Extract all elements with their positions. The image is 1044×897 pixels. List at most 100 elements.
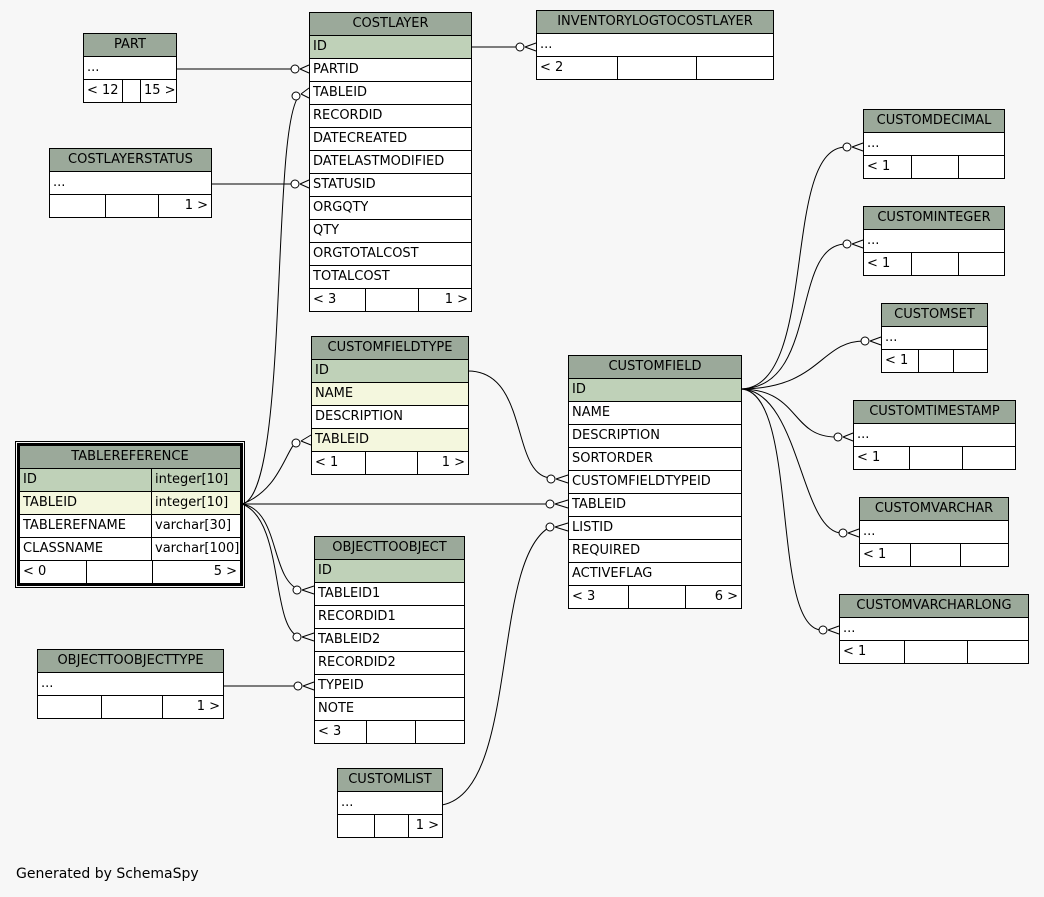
- column-note: NOTE: [318, 701, 355, 716]
- column-id: ID: [572, 382, 586, 397]
- footer-middle: [911, 253, 958, 275]
- parents-count: < 1: [867, 159, 891, 174]
- table-part[interactable]: PART ... < 12 15 >: [83, 33, 177, 103]
- crowfoot-circle: [293, 681, 303, 691]
- column-tableid1: TABLEID1: [318, 586, 381, 601]
- children-count: 1 >: [418, 289, 471, 311]
- column-placeholder: ...: [540, 37, 553, 52]
- table-title: CUSTOMVARCHAR: [860, 498, 1008, 521]
- column-placeholder: ...: [41, 676, 54, 691]
- column-placeholder: ...: [885, 330, 898, 345]
- table-title: CUSTOMINTEGER: [864, 207, 1004, 230]
- table-tablereference[interactable]: TABLEREFERENCE ID integer[10] TABLEID in…: [15, 441, 245, 588]
- link-cf-customset: [739, 340, 865, 390]
- parents-count: [50, 195, 105, 217]
- column-id: ID: [315, 363, 329, 378]
- column-type: varchar[100]: [151, 538, 240, 560]
- children-count: 1 >: [408, 815, 442, 837]
- crowfoot-circle: [842, 142, 852, 152]
- children-count: 15 >: [140, 80, 176, 102]
- column-tableid: TABLEID: [572, 497, 627, 512]
- column-id: ID: [313, 39, 327, 54]
- column-type: varchar[30]: [151, 515, 240, 537]
- column-customfieldtypeid: CUSTOMFIELDTYPEID: [572, 474, 711, 489]
- table-customtimestamp[interactable]: CUSTOMTIMESTAMP ... < 1: [853, 400, 1016, 470]
- column-tableid: TABLEID: [315, 432, 370, 447]
- table-objecttoobjecttype[interactable]: OBJECTTOOBJECTTYPE ... 1 >: [37, 649, 224, 719]
- children-count: [960, 544, 1008, 566]
- table-customset[interactable]: CUSTOMSET ... < 1: [881, 303, 988, 373]
- table-title: OBJECTTOOBJECTTYPE: [38, 650, 223, 673]
- table-inventorylogtocostlayer[interactable]: INVENTORYLOGTOCOSTLAYER ... < 2: [536, 10, 774, 80]
- column-datelastmodified: DATELASTMODIFIED: [313, 154, 445, 169]
- parents-count: < 1: [885, 353, 909, 368]
- parents-count: < 12: [87, 83, 119, 98]
- children-count: [967, 641, 1028, 663]
- children-count: [953, 350, 987, 372]
- column-sortorder: SORTORDER: [572, 451, 654, 466]
- children-count: 6 >: [685, 586, 741, 608]
- table-costlayer[interactable]: COSTLAYER ID PARTID TABLEID RECORDID DAT…: [309, 12, 472, 312]
- table-objecttoobject[interactable]: OBJECTTOOBJECT ID TABLEID1 RECORDID1 TAB…: [314, 536, 465, 744]
- footer-middle: [911, 156, 958, 178]
- column-tableid: TABLEID: [313, 85, 368, 100]
- table-title: OBJECTTOOBJECT: [315, 537, 464, 560]
- link-tableref-o2o-1: [241, 503, 301, 591]
- parents-count: [338, 815, 374, 837]
- crowfoot-circle: [842, 239, 852, 249]
- column-description: DESCRIPTION: [572, 428, 660, 443]
- table-customvarcharlong[interactable]: CUSTOMVARCHARLONG ... < 1: [839, 594, 1029, 664]
- column-placeholder: ...: [867, 136, 880, 151]
- crowfoot-circle: [290, 179, 300, 189]
- link-tableref-customfieldtype: [241, 439, 299, 505]
- table-customvarchar[interactable]: CUSTOMVARCHAR ... < 1: [859, 497, 1009, 567]
- children-count: [962, 447, 1015, 469]
- table-custominteger[interactable]: CUSTOMINTEGER ... < 1: [863, 206, 1005, 276]
- link-cf-custominteger: [739, 243, 847, 390]
- column-placeholder: ...: [53, 175, 66, 190]
- footer-middle: [374, 815, 408, 837]
- crowfoot-circle: [545, 522, 555, 532]
- table-costlayerstatus[interactable]: COSTLAYERSTATUS ... 1 >: [49, 148, 212, 218]
- column-qty: QTY: [313, 223, 340, 238]
- column-description: DESCRIPTION: [315, 409, 403, 424]
- column-recordid2: RECORDID2: [318, 655, 396, 670]
- column-orgqty: ORGQTY: [313, 200, 369, 215]
- table-customlist[interactable]: CUSTOMLIST ... 1 >: [337, 768, 443, 838]
- column-orgtotalcost: ORGTOTALCOST: [313, 246, 419, 261]
- column-placeholder: ...: [867, 233, 880, 248]
- table-title: INVENTORYLOGTOCOSTLAYER: [537, 11, 773, 34]
- children-count: 1 >: [158, 195, 211, 217]
- children-count: 1 >: [162, 696, 223, 718]
- table-title: PART: [84, 34, 176, 57]
- column-listid: LISTID: [572, 520, 614, 535]
- crowfoot-circle: [833, 432, 843, 442]
- table-title: CUSTOMLIST: [338, 769, 442, 792]
- crowfoot-circle: [545, 499, 555, 509]
- table-customfield[interactable]: CUSTOMFIELD ID NAME DESCRIPTION SORTORDE…: [568, 355, 742, 609]
- column-id: ID: [23, 472, 37, 487]
- table-customfieldtype[interactable]: CUSTOMFIELDTYPE ID NAME DESCRIPTION TABL…: [311, 336, 469, 475]
- column-tablerefname: TABLEREFNAME: [23, 518, 126, 533]
- crowfoot-circle: [292, 632, 302, 642]
- column-placeholder: ...: [863, 524, 876, 539]
- table-title: TABLEREFERENCE: [20, 446, 240, 469]
- crowfoot-circle: [860, 336, 870, 346]
- crowfoot-circle: [292, 585, 302, 595]
- crowfoot-circle: [291, 91, 301, 101]
- table-title: CUSTOMTIMESTAMP: [854, 401, 1015, 424]
- table-title: CUSTOMVARCHARLONG: [840, 595, 1028, 618]
- crowfoot-circle: [515, 42, 525, 52]
- children-count: [958, 156, 1004, 178]
- crowfoot-circle: [290, 64, 300, 74]
- link-tableref-o2o-2: [241, 503, 301, 638]
- link-customlist-customfield: [441, 526, 551, 806]
- footer-middle: [122, 80, 140, 102]
- table-customdecimal[interactable]: CUSTOMDECIMAL ... < 1: [863, 109, 1005, 179]
- parents-count: < 1: [315, 455, 339, 470]
- footer-middle: [617, 57, 696, 79]
- footer-middle: [910, 544, 960, 566]
- column-type: integer[10]: [151, 492, 240, 514]
- column-id: ID: [318, 563, 332, 578]
- table-title: COSTLAYERSTATUS: [50, 149, 211, 172]
